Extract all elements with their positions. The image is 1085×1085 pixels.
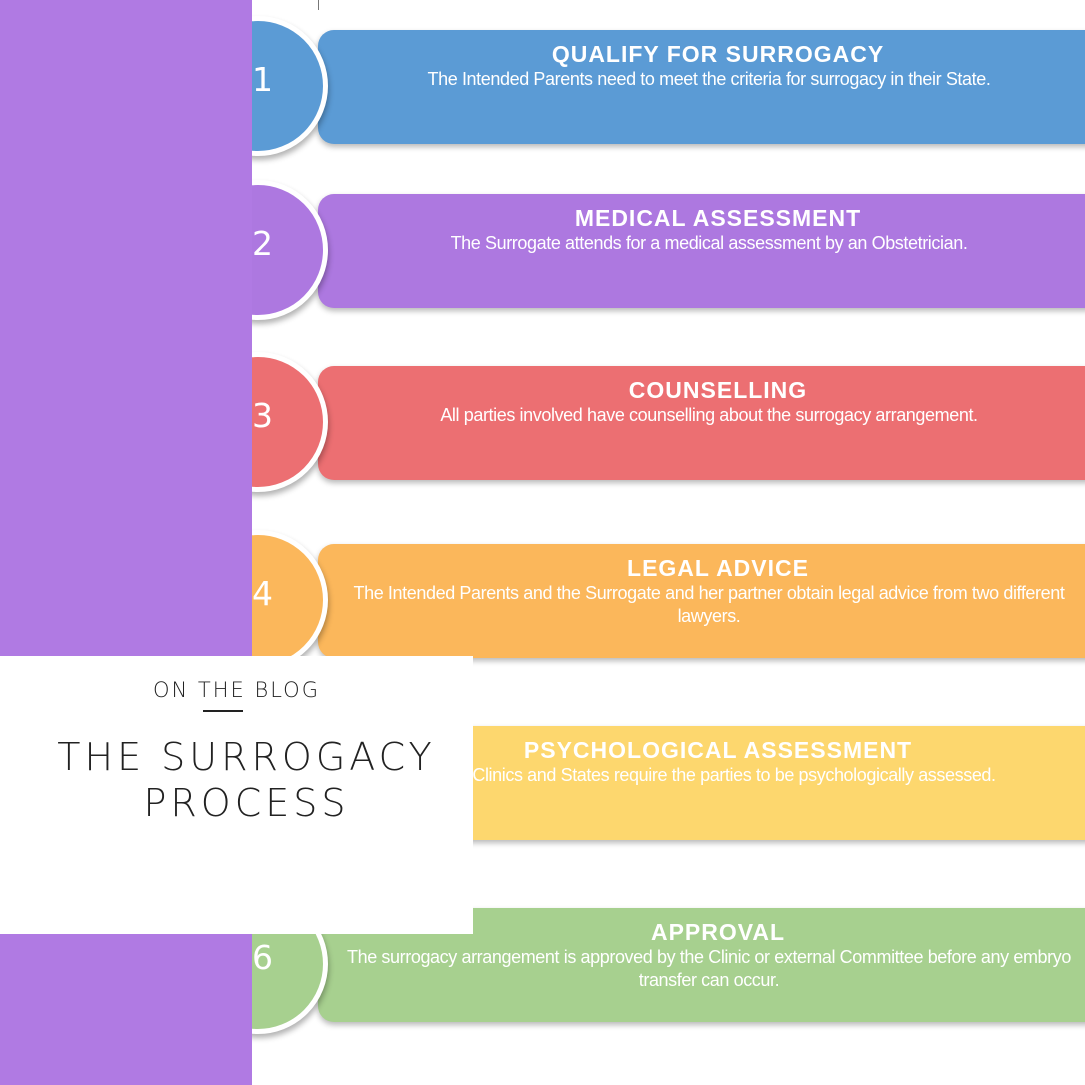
step-text: APPROVAL The surrogacy arrangement is ap… (318, 918, 1085, 1018)
step-text: MEDICAL ASSESSMENT The Surrogate attends… (318, 204, 1085, 304)
blog-kicker: ON THE BLOG (153, 678, 320, 702)
step-number: 6 (252, 938, 273, 977)
blog-title-card: ON THE BLOG THE SURROGACY PROCESS (0, 656, 473, 934)
step-number: 2 (252, 224, 273, 263)
step-banner (318, 194, 1085, 308)
step-3: 3 COUNSELLING All parties involved have … (252, 340, 1085, 492)
step-4: 4 LEGAL ADVICE The Intended Parents and … (252, 518, 1085, 670)
step-1: 1 QUALIFY FOR SURROGACY The Intended Par… (252, 4, 1085, 156)
step-banner (318, 544, 1085, 658)
step-description: All parties involved have counselling ab… (440, 405, 978, 425)
step-banner (318, 30, 1085, 144)
step-description: The Intended Parents need to meet the cr… (427, 69, 991, 89)
step-description: Some Clinics and States require the part… (422, 765, 996, 785)
blog-title: THE SURROGACY PROCESS (57, 735, 436, 825)
step-text: QUALIFY FOR SURROGACY The Intended Paren… (318, 40, 1085, 140)
step-title: LEGAL ADVICE (627, 555, 809, 581)
step-number: 1 (252, 60, 273, 99)
step-banner (318, 366, 1085, 480)
kicker-underline (203, 710, 243, 712)
step-number: 4 (252, 574, 273, 613)
step-number: 3 (252, 396, 273, 435)
step-title: COUNSELLING (628, 377, 808, 403)
step-text: PSYCHOLOGICAL ASSESSMENT Some Clinics an… (318, 736, 1085, 836)
step-description: The Surrogate attends for a medical asse… (450, 233, 968, 253)
step-2: 2 MEDICAL ASSESSMENT The Surrogate atten… (252, 168, 1085, 320)
step-text: LEGAL ADVICE The Intended Parents and th… (318, 554, 1085, 654)
step-title: APPROVAL (650, 919, 786, 945)
step-description: The surrogacy arrangement is approved by… (347, 947, 1071, 990)
step-title: MEDICAL ASSESSMENT (574, 205, 862, 231)
surrogacy-steps-infographic: 1 QUALIFY FOR SURROGACY The Intended Par… (252, 0, 1085, 1085)
step-title: QUALIFY FOR SURROGACY (551, 41, 885, 67)
step-description: The Intended Parents and the Surrogate a… (353, 583, 1065, 626)
top-tick-line (318, 0, 319, 10)
step-title: PSYCHOLOGICAL ASSESSMENT (523, 737, 913, 763)
step-text: COUNSELLING All parties involved have co… (318, 376, 1085, 476)
